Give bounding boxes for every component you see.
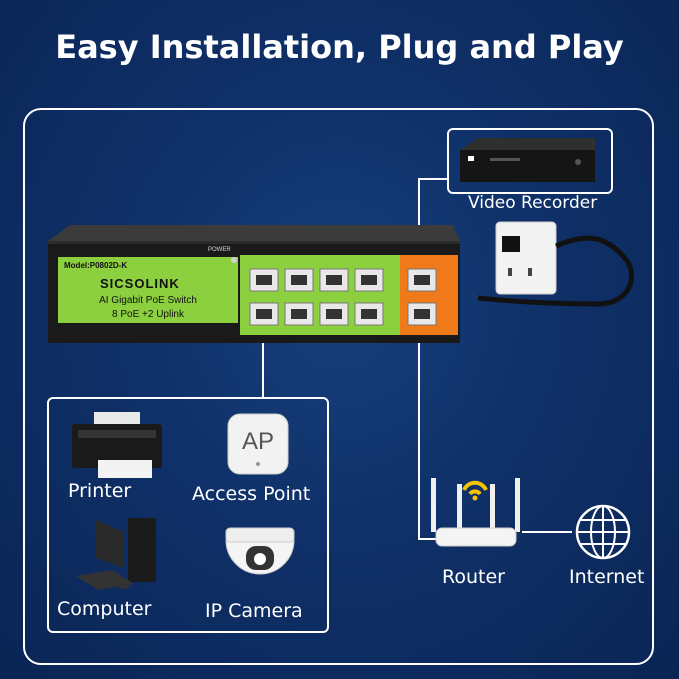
headline: Easy Installation, Plug and Play	[55, 28, 624, 66]
computer-icon	[76, 518, 156, 590]
video-recorder-icon	[460, 138, 595, 182]
access-point-label: Access Point	[192, 483, 311, 505]
uplink-to-recorder-line	[418, 178, 448, 180]
switch-description: AI Gigabit PoE Switch	[99, 295, 197, 306]
video-recorder-label: Video Recorder	[468, 193, 598, 213]
printer-icon	[72, 412, 162, 478]
end-devices-box	[47, 397, 329, 633]
access-point-icon	[227, 413, 289, 475]
router-to-internet-line	[522, 531, 572, 533]
globe-icon	[575, 504, 631, 560]
uplink-to-router-line	[418, 178, 420, 540]
switch-model: Model:P0802D-K	[64, 261, 128, 270]
computer-label: Computer	[57, 598, 152, 620]
diagram-frame	[23, 108, 654, 665]
ip-camera-icon	[225, 527, 295, 575]
internet-label: Internet	[569, 566, 645, 588]
printer-label: Printer	[68, 480, 132, 502]
switch-brand: SICSOLINK	[100, 276, 180, 291]
router-link-line	[418, 538, 448, 540]
router-label: Router	[442, 566, 505, 588]
ip-camera-label: IP Camera	[205, 600, 303, 622]
power-plug-icon	[477, 221, 634, 307]
switch-to-devices-line	[262, 336, 264, 398]
poe-switch: Model:P0802D-K SICSOLINK AI Gigabit PoE …	[48, 225, 460, 343]
access-point-icon-text: AP	[242, 428, 275, 455]
switch-ports-summary: 8 PoE +2 Uplink	[112, 309, 184, 320]
poe-switch-body	[48, 225, 460, 343]
router-icon	[431, 478, 520, 547]
video-recorder-box	[447, 128, 613, 194]
power-label: POWER	[208, 247, 231, 253]
